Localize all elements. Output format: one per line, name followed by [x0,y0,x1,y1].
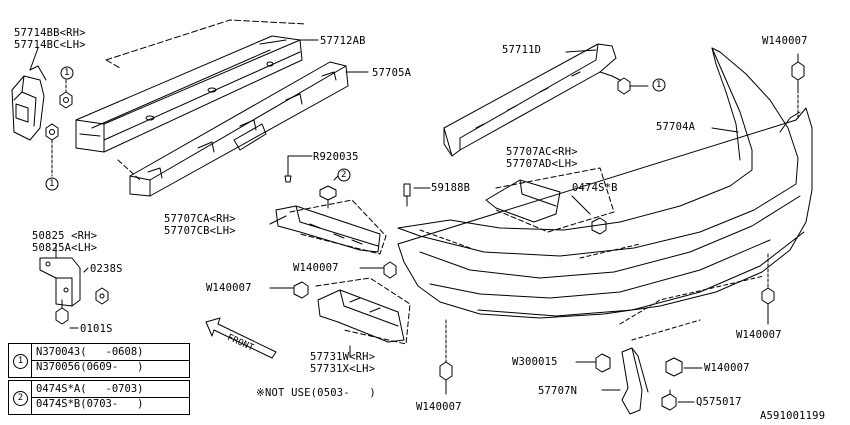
part-label-57705a: 57705A [372,67,412,79]
part-label-57707ca: 57707CA<RH> [164,213,236,225]
assembly-dash-57707n [631,319,701,341]
clip-w140007-top [791,61,805,91]
assembly-box-57707ac [495,167,615,233]
legend-table-1: 1 N370043( -0608) N370056(0609- ) [8,343,190,378]
assembly-dash-lower [619,275,765,325]
legend-row-1: 1 N370043( -0608) N370056(0609- ) [9,344,189,377]
part-label-w300015: W300015 [512,356,558,368]
callout-circle-2 [337,168,351,182]
rivet-r920035 [284,155,292,183]
note-not-use: ※NOT USE(0503- ) [256,387,376,399]
legend-2-line-1: 0474S*A( -0703) [36,383,144,395]
part-label-w140007-n: W140007 [704,362,750,374]
leader-0238s [83,267,89,273]
front-arrow-icon [205,317,277,359]
part-label-w140007-b: W140007 [293,262,339,274]
part-label-57731x: 57731X<LH> [310,363,376,375]
side-bracket-57707ac [485,179,561,223]
part-label-0101s: 0101S [80,323,113,335]
part-label-57731w: 57731W<RH> [310,351,376,363]
part-label-r920035: R920035 [313,151,359,163]
screw-2-upper [319,185,337,209]
bumper-face-57704a [397,47,813,319]
leader-57711d [565,49,597,53]
leader-57714 [29,47,39,71]
clip-w140007-right [761,287,775,315]
clip-w140007-a [293,281,309,299]
part-label-57704a: 57704A [656,121,696,133]
part-label-57707cb: 57707CB<LH> [164,225,236,237]
part-label-w140007-bottom: W140007 [416,401,462,413]
screw-q575017 [661,389,677,411]
assembly-dash-57705 [117,159,141,181]
callout-num-1c: 1 [656,80,662,90]
nut-0238s [95,287,109,305]
part-label-59188b: 59188B [431,182,471,194]
bumper-reinforcement-57712ab [75,35,303,153]
clip-w300015 [595,353,611,373]
clip-w140007-b [383,261,397,279]
part-label-57714bb: 57714BB<RH> [14,27,86,39]
clip-w140007-bottom [439,361,453,395]
part-label-q575017: Q575017 [696,396,742,408]
part-label-50825: 50825 <RH> [32,230,98,242]
part-label-w140007-top: W140007 [762,35,808,47]
legend-row-2: 2 0474S*A( -0703) 0474S*B(0703- ) [9,381,189,414]
part-label-50825a: 50825A<LH> [32,242,98,254]
callout-circle-1b [45,177,59,191]
legend-num-2: 2 [9,381,32,414]
legend-2-line-2: 0474S*B(0703- ) [36,398,144,410]
part-label-57707ac: 57707AC<RH> [506,146,578,158]
callout-circle-1c [652,78,666,92]
part-label-57712ab: 57712AB [320,35,366,47]
assembly-box-57712 [105,19,307,69]
assembly-box-57707ca [289,199,387,255]
callout-num-1a: 1 [64,68,70,78]
callout-num-2: 2 [341,170,347,180]
leader-57704a [711,127,739,133]
assembly-box-57731 [315,277,411,345]
clip-w140007-n [665,357,683,377]
bracket-57707n [621,347,649,415]
callout-num-1b: 1 [49,179,55,189]
legend-1-line-2: N370056(0609- ) [36,361,144,373]
bolt-0101s [55,299,69,325]
part-label-57711d: 57711D [502,44,542,56]
leader-screw-2 [333,175,339,181]
clip-nut-1b [45,123,59,141]
bumper-detail-dash [419,229,641,259]
screw-0474s [591,217,607,235]
part-label-w140007-a: W140007 [206,282,252,294]
side-bracket-57714 [11,65,47,141]
legend-num-1: 1 [9,344,32,377]
part-label-57707ad: 57707AD<LH> [506,158,578,170]
leader-57707ca [269,215,287,225]
part-label-w140007-right: W140007 [736,329,782,341]
part-label-0238s: 0238S [90,263,123,275]
diagram-code: A591001199 [760,410,826,422]
legend-1-line-1: N370043( -0608) [36,346,144,358]
part-label-57707n: 57707N [538,385,578,397]
rivet-59188b [403,183,411,207]
energy-absorber-57705a [129,61,349,197]
callout-circle-1a [60,66,74,80]
clip-nut-1a [59,91,73,109]
side-bracket-57707ca [275,205,381,253]
leader-0474s [571,195,591,215]
part-label-57714bc: 57714BC<LH> [14,39,86,51]
bracket-50825 [39,257,81,307]
upper-bracket-57711d [443,43,621,157]
part-label-0474sb: 0474S*B [572,182,618,194]
side-bracket-57731 [317,289,405,343]
clip-nut-1c [617,77,631,95]
legend-table-2: 2 0474S*A( -0703) 0474S*B(0703- ) [8,380,190,415]
